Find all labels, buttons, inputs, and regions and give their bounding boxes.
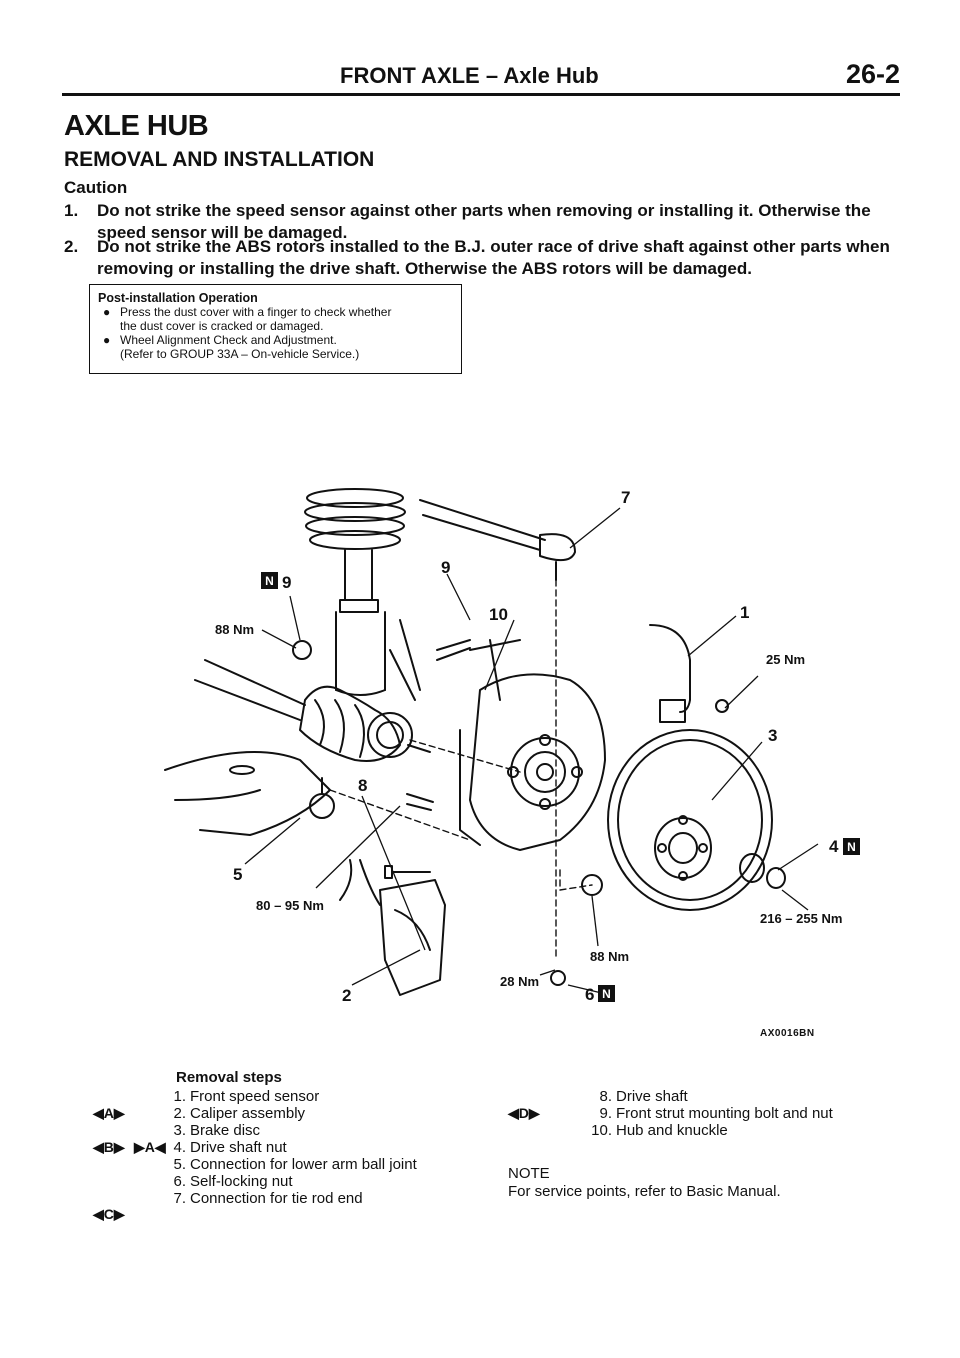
removal-step: 9.Front strut mounting bolt and nut: [599, 1105, 833, 1122]
service-point-c-icon: ◀C▶: [93, 1206, 125, 1222]
callout-6: 6: [585, 985, 594, 1004]
callout-1: 1: [740, 603, 749, 622]
post-installation-item: ● Press the dust cover with a finger to …: [98, 305, 461, 319]
header-rule: [62, 93, 900, 96]
torque-80-95nm: 80 – 95 Nm: [256, 898, 324, 913]
post-installation-line: Press the dust cover with a finger to ch…: [120, 305, 392, 319]
page-number: 26-2: [845, 59, 900, 89]
removal-step: 5.Connection for lower arm ball joint: [173, 1156, 417, 1173]
figure-code: AX0016BN: [760, 1028, 815, 1039]
new-part-icon: [261, 572, 278, 589]
removal-step: 6.Self-locking nut: [173, 1173, 293, 1190]
callout-9b: 9: [441, 558, 450, 577]
caution-item-number: 2.: [64, 237, 79, 256]
removal-step: 7.Connection for tie rod end: [173, 1190, 363, 1207]
speed-sensor-illustration: [649, 624, 729, 723]
removal-step: 2.Caliper assembly: [173, 1105, 306, 1122]
callout-2: 2: [342, 986, 351, 1005]
new-part-icon: [843, 838, 860, 855]
note-heading: NOTE: [508, 1165, 550, 1182]
knuckle-hub-illustration: [459, 639, 606, 851]
service-point-d-icon: ◀D▶: [508, 1105, 540, 1121]
post-installation-line: the dust cover is cracked or damaged.: [120, 319, 324, 333]
brake-disc-illustration: [607, 729, 786, 911]
removal-step: 8.Drive shaft: [599, 1088, 688, 1105]
removal-step: 10.Hub and knuckle: [591, 1122, 728, 1139]
caution-heading: Caution: [64, 178, 128, 197]
caliper-illustration: [339, 859, 446, 996]
caution-item-number: 1.: [64, 201, 79, 220]
callout-7: 7: [621, 488, 630, 507]
removal-steps-heading: Removal steps: [176, 1069, 282, 1086]
fasteners-illustration: [292, 639, 603, 986]
caution-item-text: Do not strike the speed sensor against o…: [97, 201, 871, 242]
torque-88nm-strut: 88 Nm: [215, 622, 254, 637]
new-part-mark: N: [602, 987, 611, 1001]
service-point-a-icon: ◀A▶: [93, 1105, 125, 1121]
new-part-mark: N: [265, 574, 274, 588]
callout-8: 8: [358, 776, 367, 795]
service-point-b-icon: ◀B▶: [93, 1139, 125, 1155]
assembly-lines: [329, 579, 593, 961]
section-title: FRONT AXLE – Axle Hub: [340, 63, 599, 88]
removal-step: 3.Brake disc: [173, 1122, 261, 1139]
removal-step: 1.Front speed sensor: [173, 1088, 320, 1105]
torque-216-255nm: 216 – 255 Nm: [760, 911, 842, 926]
post-installation-line: (Refer to GROUP 33A – On-vehicle Service…: [120, 347, 360, 361]
removal-step: 4.Drive shaft nut: [173, 1139, 287, 1156]
torque-25nm: 25 Nm: [766, 652, 805, 667]
post-installation-heading: Post-installation Operation: [98, 291, 258, 305]
tie-rod-illustration: [419, 499, 576, 581]
callout-4: 4: [829, 837, 839, 856]
new-part-icon: [598, 985, 615, 1002]
new-part-mark: N: [847, 840, 856, 854]
callout-5: 5: [233, 865, 242, 884]
drive-shaft-illustration: [194, 659, 431, 762]
torque-28nm: 28 Nm: [500, 974, 539, 989]
caution-item-text: Do not strike the ABS rotors installed t…: [97, 237, 890, 278]
installation-point-a-icon: ▶A◀: [134, 1139, 166, 1155]
post-installation-box: Post-installation Operation ● Press the …: [89, 284, 462, 374]
axle-hub-exploded-diagram: N N N 7 9 9 10 1 3 4 8 5 2 6 88 Nm 25 Nm…: [164, 488, 860, 1005]
callout-9a: 9: [282, 573, 291, 592]
bullet-icon: ●: [103, 333, 111, 347]
note-text: For service points, refer to Basic Manua…: [508, 1183, 781, 1200]
lower-arm-illustration: [164, 751, 335, 836]
post-installation-line: Wheel Alignment Check and Adjustment.: [120, 333, 337, 347]
callout-10: 10: [489, 605, 508, 624]
callout-3: 3: [768, 726, 777, 745]
new-part-marks: N N N: [261, 572, 860, 1002]
post-installation-item: ● Wheel Alignment Check and Adjustment.: [98, 333, 461, 347]
strut-spring-illustration: [304, 488, 421, 701]
torque-88nm-hub: 88 Nm: [590, 949, 629, 964]
bullet-icon: ●: [103, 305, 111, 319]
page-subtitle: REMOVAL AND INSTALLATION: [64, 148, 375, 171]
page-title: AXLE HUB: [64, 110, 209, 142]
